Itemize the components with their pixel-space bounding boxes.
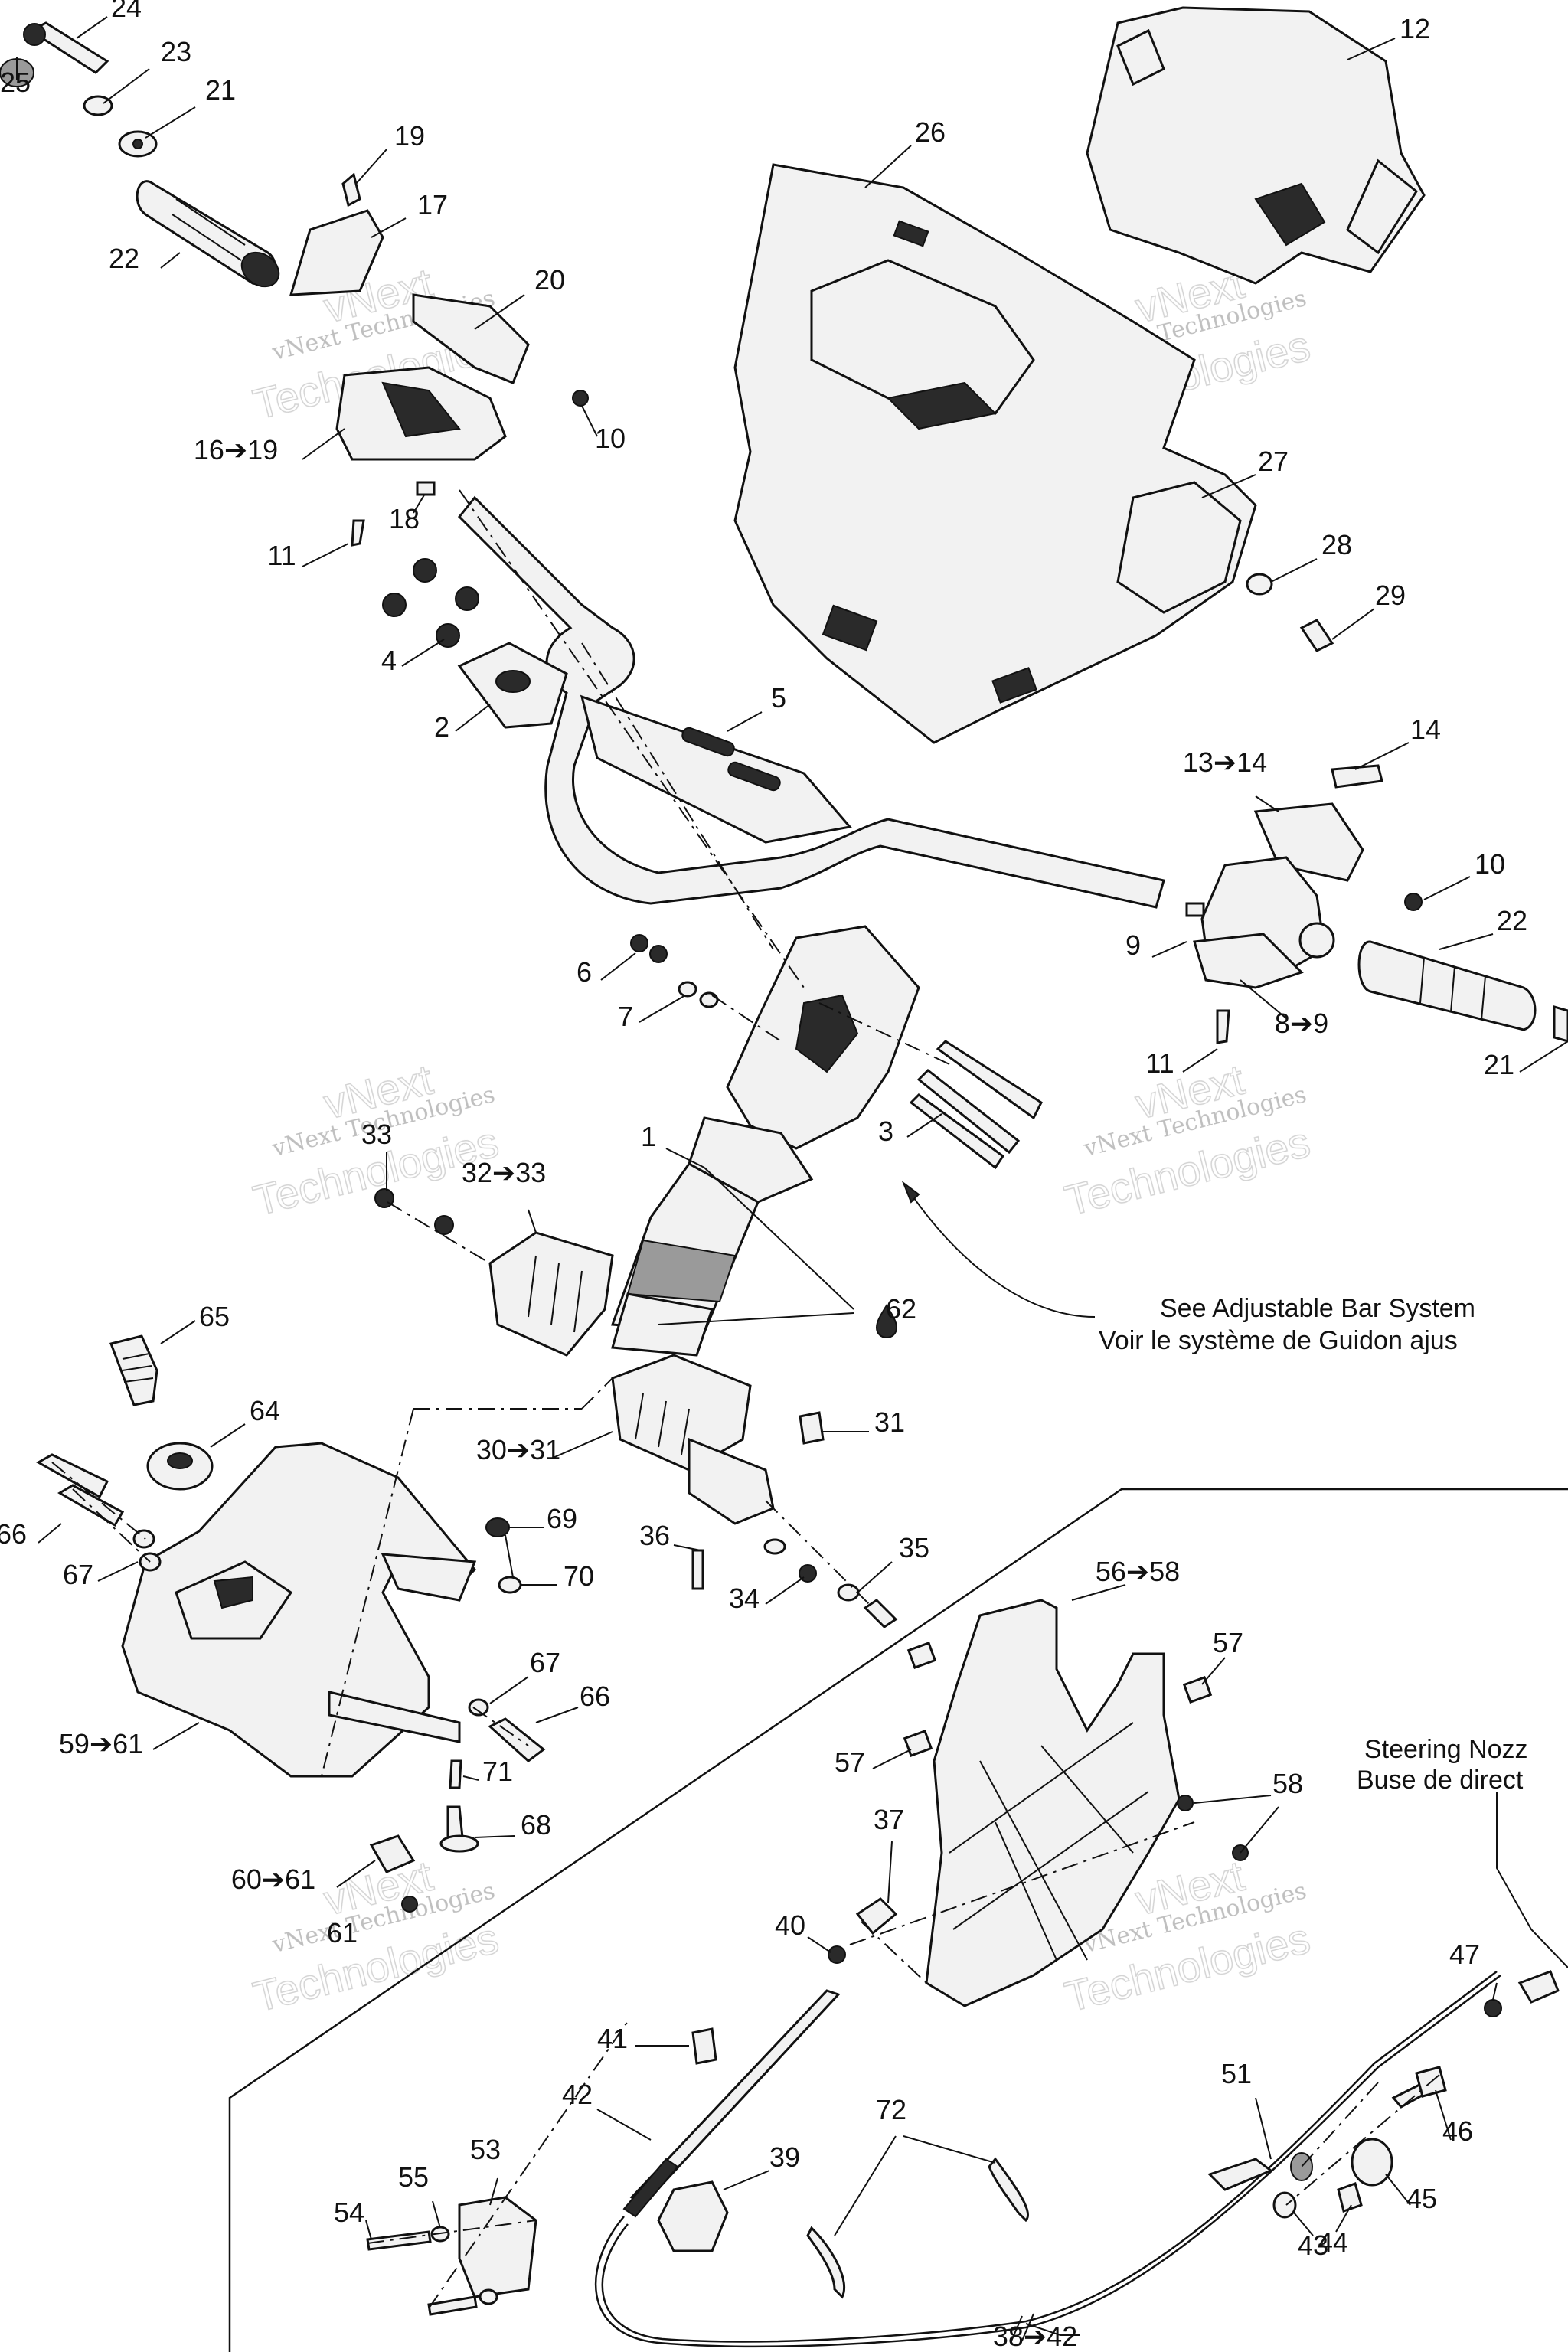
callout-label-c67a: 67 [63, 1559, 93, 1590]
callout-label-c25: 25 [0, 67, 31, 98]
callout-label-c37: 37 [874, 1804, 904, 1835]
callout-label-c22a: 22 [109, 243, 139, 274]
leader-lines [16, 16, 1568, 2336]
bolts [909, 1040, 1043, 1170]
left-grip-assembly [0, 21, 589, 729]
callout-label-c33a: 33 [361, 1119, 392, 1150]
callout-label-c27: 27 [1258, 446, 1289, 477]
callout-label-c58: 58 [1272, 1768, 1303, 1799]
callout-label-c39: 39 [769, 2141, 800, 2173]
callout-label-c21a: 21 [205, 74, 236, 106]
adjustable-bar-note-fr: Voir le système de Guidon ajus [1099, 1326, 1458, 1355]
callout-label-c10b: 10 [1475, 848, 1505, 880]
callout-label-c36: 36 [639, 1520, 670, 1551]
callout-label-c6061: 60➔61 [231, 1864, 315, 1895]
callout-label-c62: 62 [886, 1293, 916, 1325]
callout-label-c12: 12 [1400, 13, 1430, 44]
callout-label-c3: 3 [878, 1116, 893, 1147]
callout-label-c10a: 10 [595, 423, 626, 454]
callout-label-c66b: 66 [580, 1681, 610, 1712]
screw [1299, 619, 1334, 652]
callout-label-c3233: 32➔33 [462, 1157, 546, 1188]
support-bracket [903, 1599, 1249, 2007]
callout-label-c13: 13➔14 [1183, 746, 1267, 778]
callout-label-c3842: 38➔42 [993, 2321, 1077, 2352]
callout-label-c44: 44 [1318, 2226, 1348, 2258]
callout-label-c21b: 21 [1484, 1049, 1514, 1080]
callout-label-c14: 14 [1410, 714, 1441, 745]
callout-label-c61: 61 [327, 1917, 358, 1949]
steering-nozzle-note-en: Steering Nozz [1364, 1735, 1528, 1764]
callout-label-c46: 46 [1442, 2115, 1473, 2147]
steering-cable [366, 1897, 1560, 2348]
lower-bracket [374, 1188, 825, 1525]
cable-section-border [228, 1488, 1568, 2352]
callout-label-c40: 40 [775, 1909, 805, 1941]
callout-label-c66a: 66 [0, 1518, 27, 1550]
handlebar [457, 495, 1165, 909]
lubricant-droplet-icon [875, 1304, 898, 1339]
callout-label-c28: 28 [1321, 529, 1352, 560]
steering-column [610, 925, 920, 1357]
callout-label-c5961: 59➔61 [59, 1728, 143, 1759]
callout-label-c64: 64 [250, 1395, 280, 1426]
callout-label-c54: 54 [334, 2197, 364, 2228]
callout-label-c34: 34 [729, 1583, 760, 1614]
callout-label-c4: 4 [381, 645, 397, 676]
callout-label-c29: 29 [1375, 580, 1406, 611]
center-lines [51, 489, 1440, 2309]
callout-label-c3031: 30➔31 [476, 1434, 560, 1465]
callout-label-c16: 16➔19 [194, 434, 278, 466]
gauge-housing [1086, 6, 1426, 285]
callout-label-c6: 6 [577, 956, 592, 988]
throttle-housing [35, 1334, 546, 1913]
callout-label-c45: 45 [1406, 2183, 1437, 2214]
callout-label-c51: 51 [1221, 2058, 1252, 2089]
callout-label-c23: 23 [161, 36, 191, 67]
callout-label-c31: 31 [874, 1406, 905, 1438]
callout-label-c20: 20 [534, 264, 565, 296]
callout-label-c5: 5 [771, 682, 786, 714]
callout-label-c70: 70 [564, 1560, 594, 1592]
callout-label-c5658: 56➔58 [1096, 1556, 1180, 1587]
callout-label-c42: 42 [562, 2079, 593, 2110]
steering-nozzle-note-fr: Buse de direct [1357, 1766, 1524, 1795]
callout-label-c55: 55 [398, 2161, 429, 2193]
right-grip-assembly [1185, 764, 1568, 1044]
callout-label-c43: 43 [1298, 2230, 1328, 2261]
callout-label-c17: 17 [417, 189, 448, 220]
notes: See Adjustable Bar System Voir le systèm… [1099, 1294, 1528, 1795]
callout-label-c72: 72 [876, 2094, 906, 2125]
washer [1246, 573, 1273, 596]
callout-label-c57a: 57 [1213, 1627, 1243, 1658]
callout-label-c18: 18 [389, 503, 420, 534]
callout-label-c11a: 11 [267, 540, 296, 571]
callout-label-c67b: 67 [530, 1647, 560, 1678]
callout-label-c19: 19 [394, 120, 425, 152]
callout-label-c11b: 11 [1145, 1047, 1174, 1079]
callout-label-c68: 68 [521, 1809, 551, 1841]
nuts-and-washers [630, 934, 719, 1008]
callout-label-c22b: 22 [1497, 905, 1527, 936]
callout-label-c26: 26 [915, 116, 946, 148]
callout-label-c71: 71 [482, 1756, 513, 1787]
front-cover [733, 163, 1257, 744]
callout-label-c47: 47 [1449, 1939, 1480, 1970]
callout-label-c89: 8➔9 [1275, 1008, 1328, 1039]
callout-label-c69: 69 [547, 1503, 577, 1534]
callout-label-c57b: 57 [835, 1746, 865, 1778]
callout-label-c7: 7 [618, 1001, 633, 1032]
callout-label-c53: 53 [470, 2134, 501, 2165]
callout-label-c9: 9 [1125, 929, 1141, 961]
callout-label-c24: 24 [111, 0, 142, 23]
callout-label-c2: 2 [434, 711, 449, 743]
callout-label-c41: 41 [597, 2023, 628, 2054]
callout-label-c35: 35 [899, 1532, 929, 1563]
callout-label-c1: 1 [641, 1121, 656, 1152]
adjustable-bar-note-en: See Adjustable Bar System [1160, 1294, 1475, 1323]
callout-label-c65: 65 [199, 1301, 230, 1332]
